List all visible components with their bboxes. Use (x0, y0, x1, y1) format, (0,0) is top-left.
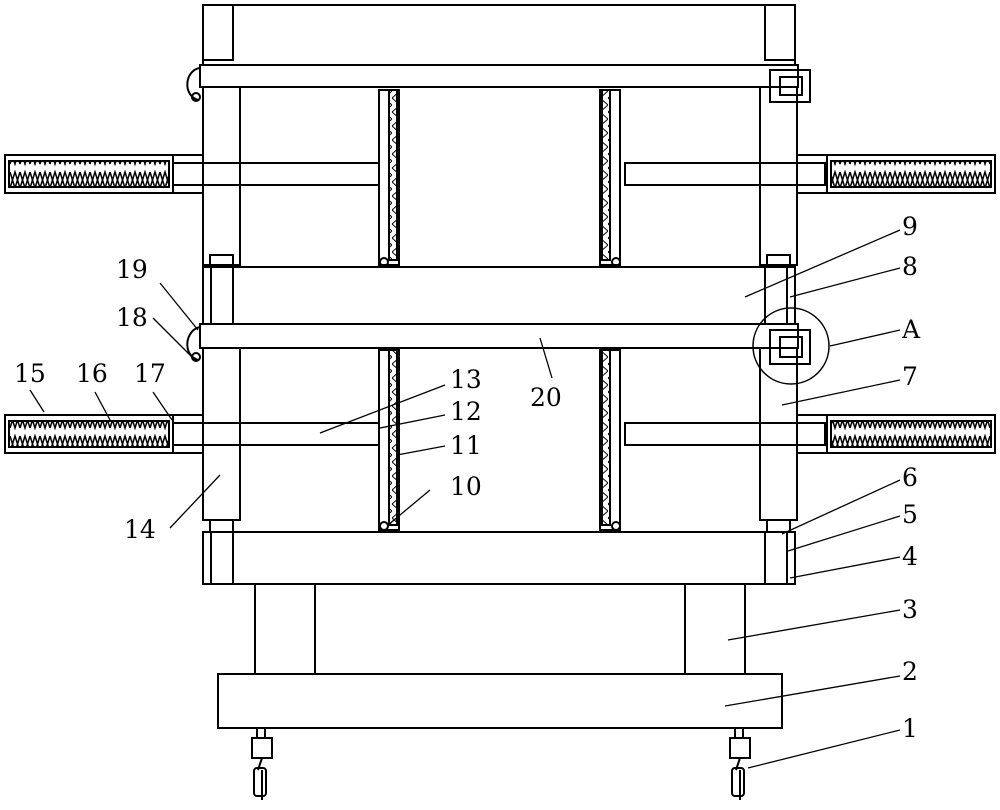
spring-upper-right (826, 154, 996, 194)
label-9: 9 (902, 212, 918, 241)
top-clamp-bar (199, 64, 799, 88)
label-19: 19 (116, 255, 148, 284)
label-1: 1 (902, 714, 918, 743)
caster-right (729, 727, 751, 800)
label-7: 7 (902, 362, 918, 391)
part-labels: 1 2 3 4 5 6 7 A 8 9 20 13 12 11 10 14 15… (14, 212, 921, 743)
spring-lower-right (826, 414, 996, 454)
bottom-housing (202, 531, 796, 585)
lower-rod-right (624, 422, 826, 446)
label-16: 16 (76, 359, 108, 388)
upper-rod-right (624, 162, 826, 186)
spring-lower-left (4, 414, 174, 454)
spring-upper-left (4, 154, 174, 194)
label-8: 8 (902, 252, 918, 281)
support-column-left (254, 583, 316, 675)
middle-housing (202, 266, 796, 325)
detail-circle-a (752, 307, 830, 385)
top-housing (202, 4, 796, 66)
top-hook-left (186, 67, 201, 101)
upper-post-right (759, 86, 798, 266)
leader-lines (29, 229, 901, 769)
label-14: 14 (124, 515, 156, 544)
upper-post-left (202, 86, 241, 266)
label-5: 5 (902, 500, 918, 529)
label-a: A (901, 315, 921, 344)
label-13: 13 (450, 365, 482, 394)
base-plate (217, 673, 783, 729)
label-2: 2 (902, 657, 918, 686)
label-18: 18 (116, 303, 148, 332)
label-11: 11 (450, 431, 482, 460)
label-15: 15 (14, 359, 46, 388)
label-17: 17 (134, 359, 166, 388)
label-10: 10 (450, 472, 482, 501)
label-4: 4 (902, 542, 918, 571)
label-3: 3 (902, 595, 918, 624)
lower-post-left (202, 347, 241, 521)
caster-left (251, 727, 273, 800)
label-6: 6 (902, 463, 918, 492)
label-12: 12 (450, 397, 482, 426)
middle-clamp-bar (199, 323, 799, 349)
label-20: 20 (530, 383, 562, 412)
support-column-right (684, 583, 746, 675)
